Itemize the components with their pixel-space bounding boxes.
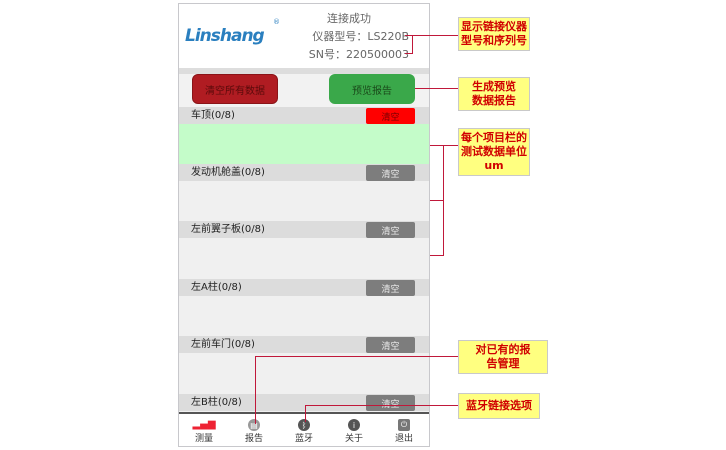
nav-label: 报告 (244, 434, 263, 444)
section-name: 左前翼子板(0/8) (191, 224, 265, 235)
clear-button[interactable]: 清空 (366, 108, 415, 124)
clear-button[interactable]: 清空 (366, 165, 415, 181)
callout-line (412, 35, 413, 54)
serial-number: SN号：220500003 (308, 48, 409, 61)
logo: Linshang (185, 26, 265, 46)
report-icon: ▤ (248, 419, 260, 431)
callout-sections: 每个项目栏的测试数据单位um (458, 128, 530, 176)
section-name: 发动机舱盖(0/8) (191, 167, 265, 178)
callout-line (255, 356, 256, 424)
bottom-nav: ▂▄▆ 测量 ▤ 报告 ᛒ 蓝牙 i 关于 ⏻ 退出 (179, 412, 429, 446)
device-model: 仪器型号：LS220B (312, 30, 409, 43)
section-name: 车顶(0/8) (191, 110, 235, 121)
clear-all-button[interactable]: 清空所有数据 (192, 74, 278, 104)
nav-measure[interactable]: ▂▄▆ 测量 (179, 414, 229, 446)
nav-label: 蓝牙 (294, 434, 313, 444)
section-left-a-pillar[interactable]: 左A柱(0/8) 清空 (179, 279, 429, 337)
callout-preview: 生成预览数据报告 (458, 77, 530, 111)
section-name: 左前车门(0/8) (191, 339, 255, 350)
nav-exit[interactable]: ⏻ 退出 (379, 414, 429, 446)
preview-report-button[interactable]: 预览报告 (329, 74, 415, 104)
callout-report-manage: 对已有的报告管理 (458, 340, 548, 374)
callout-line (255, 356, 458, 357)
callout-line (405, 53, 413, 54)
nav-label: 退出 (394, 434, 413, 444)
callout-line (305, 405, 458, 406)
nav-report[interactable]: ▤ 报告 (229, 414, 279, 446)
section-name: 左B柱(0/8) (191, 397, 242, 408)
callout-line (405, 35, 458, 36)
exit-icon: ⏻ (398, 419, 410, 431)
callout-line (430, 255, 444, 256)
header: Linshang ® 连接成功 仪器型号：LS220B SN号：22050000… (179, 4, 429, 68)
section-hood[interactable]: 发动机舱盖(0/8) 清空 (179, 164, 429, 222)
bluetooth-icon: ᛒ (298, 419, 310, 431)
clear-button[interactable]: 清空 (366, 222, 415, 238)
connection-status: 连接成功 (327, 12, 371, 25)
divider (179, 68, 429, 74)
signal-icon: ▂▄▆ (192, 419, 216, 430)
registered-icon: ® (273, 18, 280, 26)
callout-line (415, 88, 458, 89)
clear-button[interactable]: 清空 (366, 395, 415, 411)
nav-about[interactable]: i 关于 (329, 414, 379, 446)
section-left-front-door[interactable]: 左前车门(0/8) 清空 (179, 336, 429, 394)
nav-label: 关于 (344, 434, 363, 444)
callout-bluetooth: 蓝牙链接选项 (458, 393, 540, 419)
callout-line (430, 200, 444, 201)
info-icon: i (348, 419, 360, 431)
callout-line (305, 405, 306, 422)
callout-device-info: 显示链接仪器型号和序列号 (458, 17, 530, 51)
clear-button[interactable]: 清空 (366, 280, 415, 296)
nav-label: 测量 (194, 434, 213, 444)
nav-bluetooth[interactable]: ᛒ 蓝牙 (279, 414, 329, 446)
section-left-front-fender[interactable]: 左前翼子板(0/8) 清空 (179, 221, 429, 279)
section-name: 左A柱(0/8) (191, 282, 242, 293)
clear-button[interactable]: 清空 (366, 337, 415, 353)
data-area (179, 124, 429, 164)
phone-screen: Linshang ® 连接成功 仪器型号：LS220B SN号：22050000… (178, 3, 430, 447)
section-roof[interactable]: 车顶(0/8) 清空 (179, 107, 429, 165)
callout-line (430, 145, 458, 146)
